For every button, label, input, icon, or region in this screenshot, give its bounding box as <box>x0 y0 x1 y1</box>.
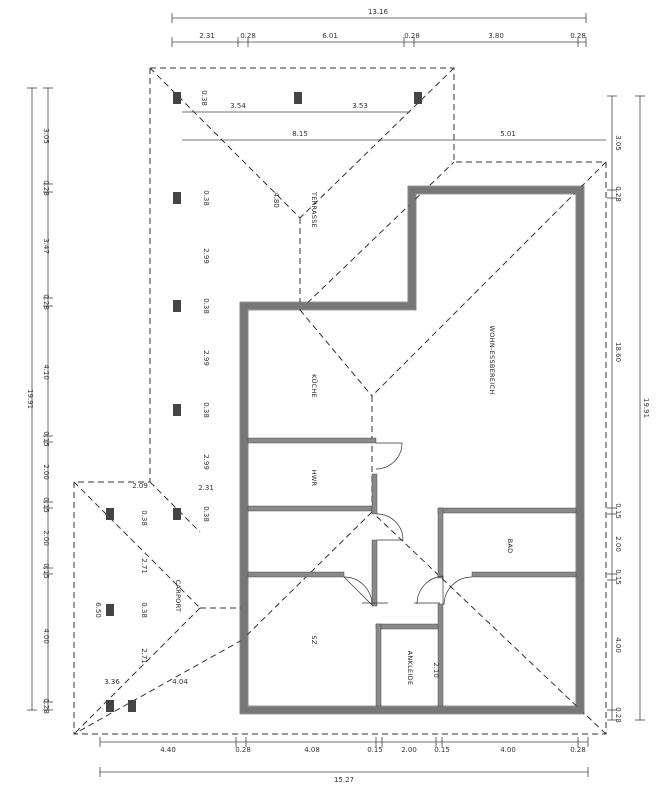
room-label-ankleide: ANKLEIDE <box>406 651 414 686</box>
door-bad <box>416 575 444 605</box>
door-hwr <box>375 442 403 470</box>
room-label-bad: BAD <box>506 539 514 554</box>
dim-bottom-overall: 15.27 <box>334 776 354 784</box>
dim-terrace-col-2: 0.38 <box>202 190 210 206</box>
room-label-sz: SZ <box>310 635 318 644</box>
dim-left-seg-7: 2.00 <box>42 464 50 480</box>
dim-carport-top-col: 0.38 <box>140 510 148 526</box>
dim-ankleide-w: 2.10 <box>432 662 440 678</box>
dim-right-seg-1: 3.05 <box>614 135 622 151</box>
dim-right-seg-3: 0.15 <box>614 503 622 519</box>
dim-left-seg-2: 0.28 <box>42 180 50 196</box>
dim-terrace-col-3: 0.38 <box>202 298 210 314</box>
dim-right-seg-5: 0.15 <box>614 569 622 585</box>
left-dimension-chain: 19.91 3.05 0.28 3.47 0.28 4.10 0.15 2.00… <box>26 87 53 714</box>
dim-bottom-seg-2: 0.28 <box>235 746 251 754</box>
roof-outline <box>73 67 607 735</box>
dim-left-seg-6: 0.15 <box>42 431 50 447</box>
dim-left-seg-4: 0.28 <box>42 294 50 310</box>
dim-right-partial: 18.60 <box>614 342 622 362</box>
dim-left-seg-12: 0.28 <box>42 698 50 714</box>
pillar <box>106 508 114 520</box>
doors <box>343 442 473 606</box>
dim-carport-w-bottom: 4.04 <box>172 678 188 686</box>
dim-carport-col: 0.38 <box>140 602 148 618</box>
dim-left-seg-8: 0.15 <box>42 497 50 513</box>
right-dimension-chain: 3.05 0.28 18.60 0.15 2.00 0.15 4.00 0.28… <box>607 95 650 723</box>
room-label-carport: CARPORT <box>174 580 182 613</box>
pillar <box>106 700 114 712</box>
door-bedroom-right <box>443 576 473 606</box>
room-label-wohn-essbereich: WOHN-ESSBEREICH <box>488 325 496 394</box>
dim-left-seg-3: 3.47 <box>42 238 50 254</box>
pillar <box>173 92 181 104</box>
dim-terrace-left: 3.54 <box>230 102 246 110</box>
dim-left-overall: 19.91 <box>26 389 34 409</box>
dim-carport-h-2: 2.71 <box>140 648 148 664</box>
dim-top-seg-6: 0.28 <box>570 32 586 40</box>
dim-bottom-seg-3: 4.08 <box>304 746 320 754</box>
dim-terrace-total: 8.15 <box>292 130 308 138</box>
dim-top-seg-1: 2.31 <box>199 32 215 40</box>
dim-terrace-col-4: 0.38 <box>202 402 210 418</box>
dim-left-seg-1: 3.05 <box>42 128 50 144</box>
room-label-terrasse: TERRASSE <box>310 191 318 228</box>
dim-bottom-seg-4: 0.15 <box>367 746 383 754</box>
interior-walls <box>247 437 577 707</box>
dim-top-overall: 13.16 <box>368 8 389 16</box>
dim-terrace-col-5: 0.38 <box>202 506 210 522</box>
dim-left-seg-9: 2.00 <box>42 530 50 546</box>
dim-carport-h-1: 2.71 <box>140 558 148 574</box>
door-sz <box>343 576 373 606</box>
dim-terrace-h-1: 4.80 <box>272 192 280 208</box>
dim-right-seg-6: 4.00 <box>614 637 622 653</box>
dim-bottom-seg-1: 4.40 <box>160 746 176 754</box>
bottom-dimension-chain: 4.40 0.28 4.08 0.15 2.00 0.15 4.00 0.28 … <box>99 737 589 784</box>
pillar <box>173 192 181 204</box>
dim-left-seg-11: 4.00 <box>42 628 50 644</box>
dim-bottom-seg-5: 2.00 <box>401 746 417 754</box>
dim-right-seg-7: 0.28 <box>614 707 622 723</box>
pillar <box>414 92 422 104</box>
exterior-walls <box>239 185 585 715</box>
dim-right-overall: 19.91 <box>642 398 650 418</box>
dim-top-seg-2: 0.28 <box>240 32 256 40</box>
pillar <box>128 700 136 712</box>
dim-top-seg-5: 3.80 <box>488 32 504 40</box>
top-dimension-chain: 13.16 2.31 0.28 6.01 0.28 3.80 0.28 <box>171 8 587 47</box>
dim-bottom-seg-8: 0.28 <box>570 746 586 754</box>
room-label-kueche: KÜCHE <box>310 374 319 398</box>
dim-terrace-h-3: 2.99 <box>202 350 210 366</box>
dim-right-part: 5.01 <box>500 130 516 138</box>
dim-top-seg-4: 0.28 <box>404 32 420 40</box>
dim-bottom-seg-7: 4.00 <box>500 746 516 754</box>
room-labels: WOHN-ESSBEREICH KÜCHE TERRASSE CARPORT B… <box>174 191 514 685</box>
dim-carport-w-mid: 2.31 <box>198 484 214 492</box>
dim-top-seg-3: 6.01 <box>322 32 338 40</box>
dim-terrace-h-2: 2.99 <box>202 248 210 264</box>
dim-carport-left: 3.36 <box>104 678 120 686</box>
dim-left-seg-10: 0.15 <box>42 563 50 579</box>
pillar <box>173 300 181 312</box>
dim-terrace-h-4: 2.99 <box>202 454 210 470</box>
dim-terrace-right: 3.53 <box>352 102 368 110</box>
pillar <box>106 604 114 616</box>
dim-left-seg-5: 4.10 <box>42 364 50 380</box>
dim-bottom-seg-6: 0.15 <box>434 746 450 754</box>
dim-right-seg-4: 2.00 <box>614 536 622 552</box>
pillar <box>173 404 181 416</box>
pillar <box>173 508 181 520</box>
pillars <box>106 92 422 712</box>
door-corridor <box>376 513 404 541</box>
pillar <box>294 92 302 104</box>
inner-dimensions: 0.38 0.38 0.38 0.38 0.38 4.80 2.99 2.99 … <box>94 90 440 686</box>
inner-top-dimensions: 3.54 3.53 8.15 5.01 <box>182 102 606 141</box>
dim-carport-total: 6.50 <box>94 602 102 618</box>
room-label-hwr: HWR <box>310 470 318 487</box>
dim-right-seg-2: 0.28 <box>614 186 622 202</box>
dim-carport-w-top: 2.09 <box>132 482 148 490</box>
dim-terrace-col-1: 0.38 <box>200 90 208 106</box>
